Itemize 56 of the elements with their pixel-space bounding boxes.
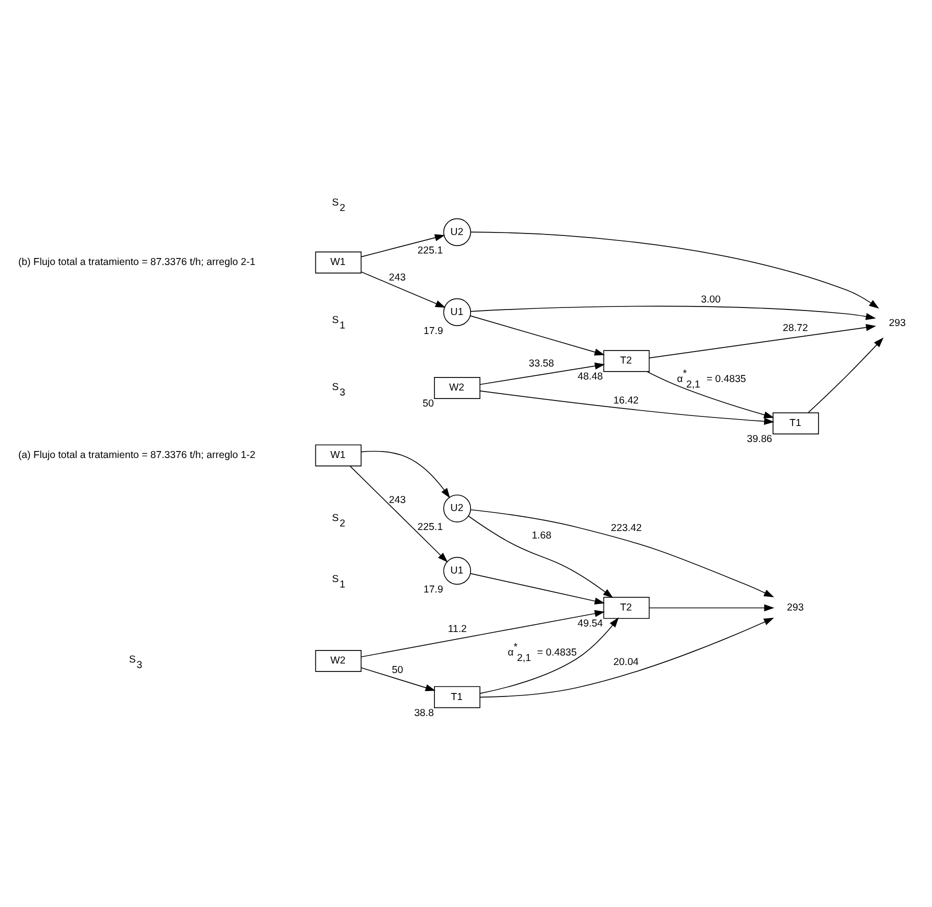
arrow	[360, 610, 605, 658]
edge-label: 223.42	[610, 522, 642, 534]
edge-label: 243	[388, 272, 406, 284]
arrow	[480, 390, 774, 425]
node-box: W2	[315, 650, 362, 672]
edge-label: 20.04	[613, 656, 639, 668]
arrow	[480, 617, 619, 694]
arrow	[350, 466, 448, 562]
arrow	[470, 315, 605, 356]
arrow	[480, 362, 605, 385]
label: (b) Flujo total a tratamiento = 87.3376 t/h; arreglo 2-1	[18, 257, 256, 268]
edge-label: 1.68	[532, 530, 552, 542]
node-text: 293	[786, 602, 804, 614]
arrow	[470, 306, 876, 320]
edge-label: 28.72	[782, 323, 808, 334]
node-box: T1	[772, 412, 819, 434]
arrow	[360, 450, 450, 498]
node-circle: U2	[443, 218, 472, 246]
arrow	[648, 604, 774, 612]
label: (a) Flujo total a tratamiento = 87.3376 t/h; arreglo 1-2	[18, 450, 256, 462]
edge-label: 33.58	[528, 358, 554, 370]
node-box: T2	[603, 596, 650, 619]
arrow	[470, 573, 605, 605]
node-box: W1	[315, 444, 362, 466]
node-box: W1	[315, 252, 362, 274]
node-circle: U2	[443, 494, 472, 522]
node-label: 225.1	[418, 246, 443, 257]
node-label: 225.1	[418, 522, 443, 534]
node-circle: U1	[443, 556, 472, 585]
edge-label: 3.00	[701, 294, 721, 306]
edge-label: 50	[392, 665, 404, 676]
edge-label: 243	[388, 495, 406, 506]
node-circle: U1	[443, 298, 472, 326]
arrow	[646, 371, 774, 418]
arrow	[468, 516, 614, 598]
node-box: W2	[434, 377, 480, 399]
arrow	[470, 509, 774, 598]
node-label: 39.86	[746, 434, 772, 445]
arrow	[470, 232, 880, 309]
arrow	[360, 271, 446, 308]
edge-label: 11.2	[448, 624, 467, 635]
node-label: 17.9	[423, 326, 444, 337]
node-label: 50	[422, 398, 434, 410]
arrow	[360, 234, 445, 258]
node-box: T1	[434, 686, 480, 708]
node-label: 48.48	[578, 372, 603, 383]
arrow	[480, 618, 774, 698]
node-text: 293	[888, 318, 906, 329]
node-box: T2	[603, 350, 650, 372]
arrow	[648, 324, 876, 358]
arrow	[808, 338, 884, 413]
node-label: 17.9	[423, 584, 444, 596]
arrow	[360, 667, 436, 692]
node-label: 49.54	[578, 618, 603, 630]
edge-label: 16.42	[613, 396, 639, 407]
node-label: 38.8	[414, 708, 434, 719]
